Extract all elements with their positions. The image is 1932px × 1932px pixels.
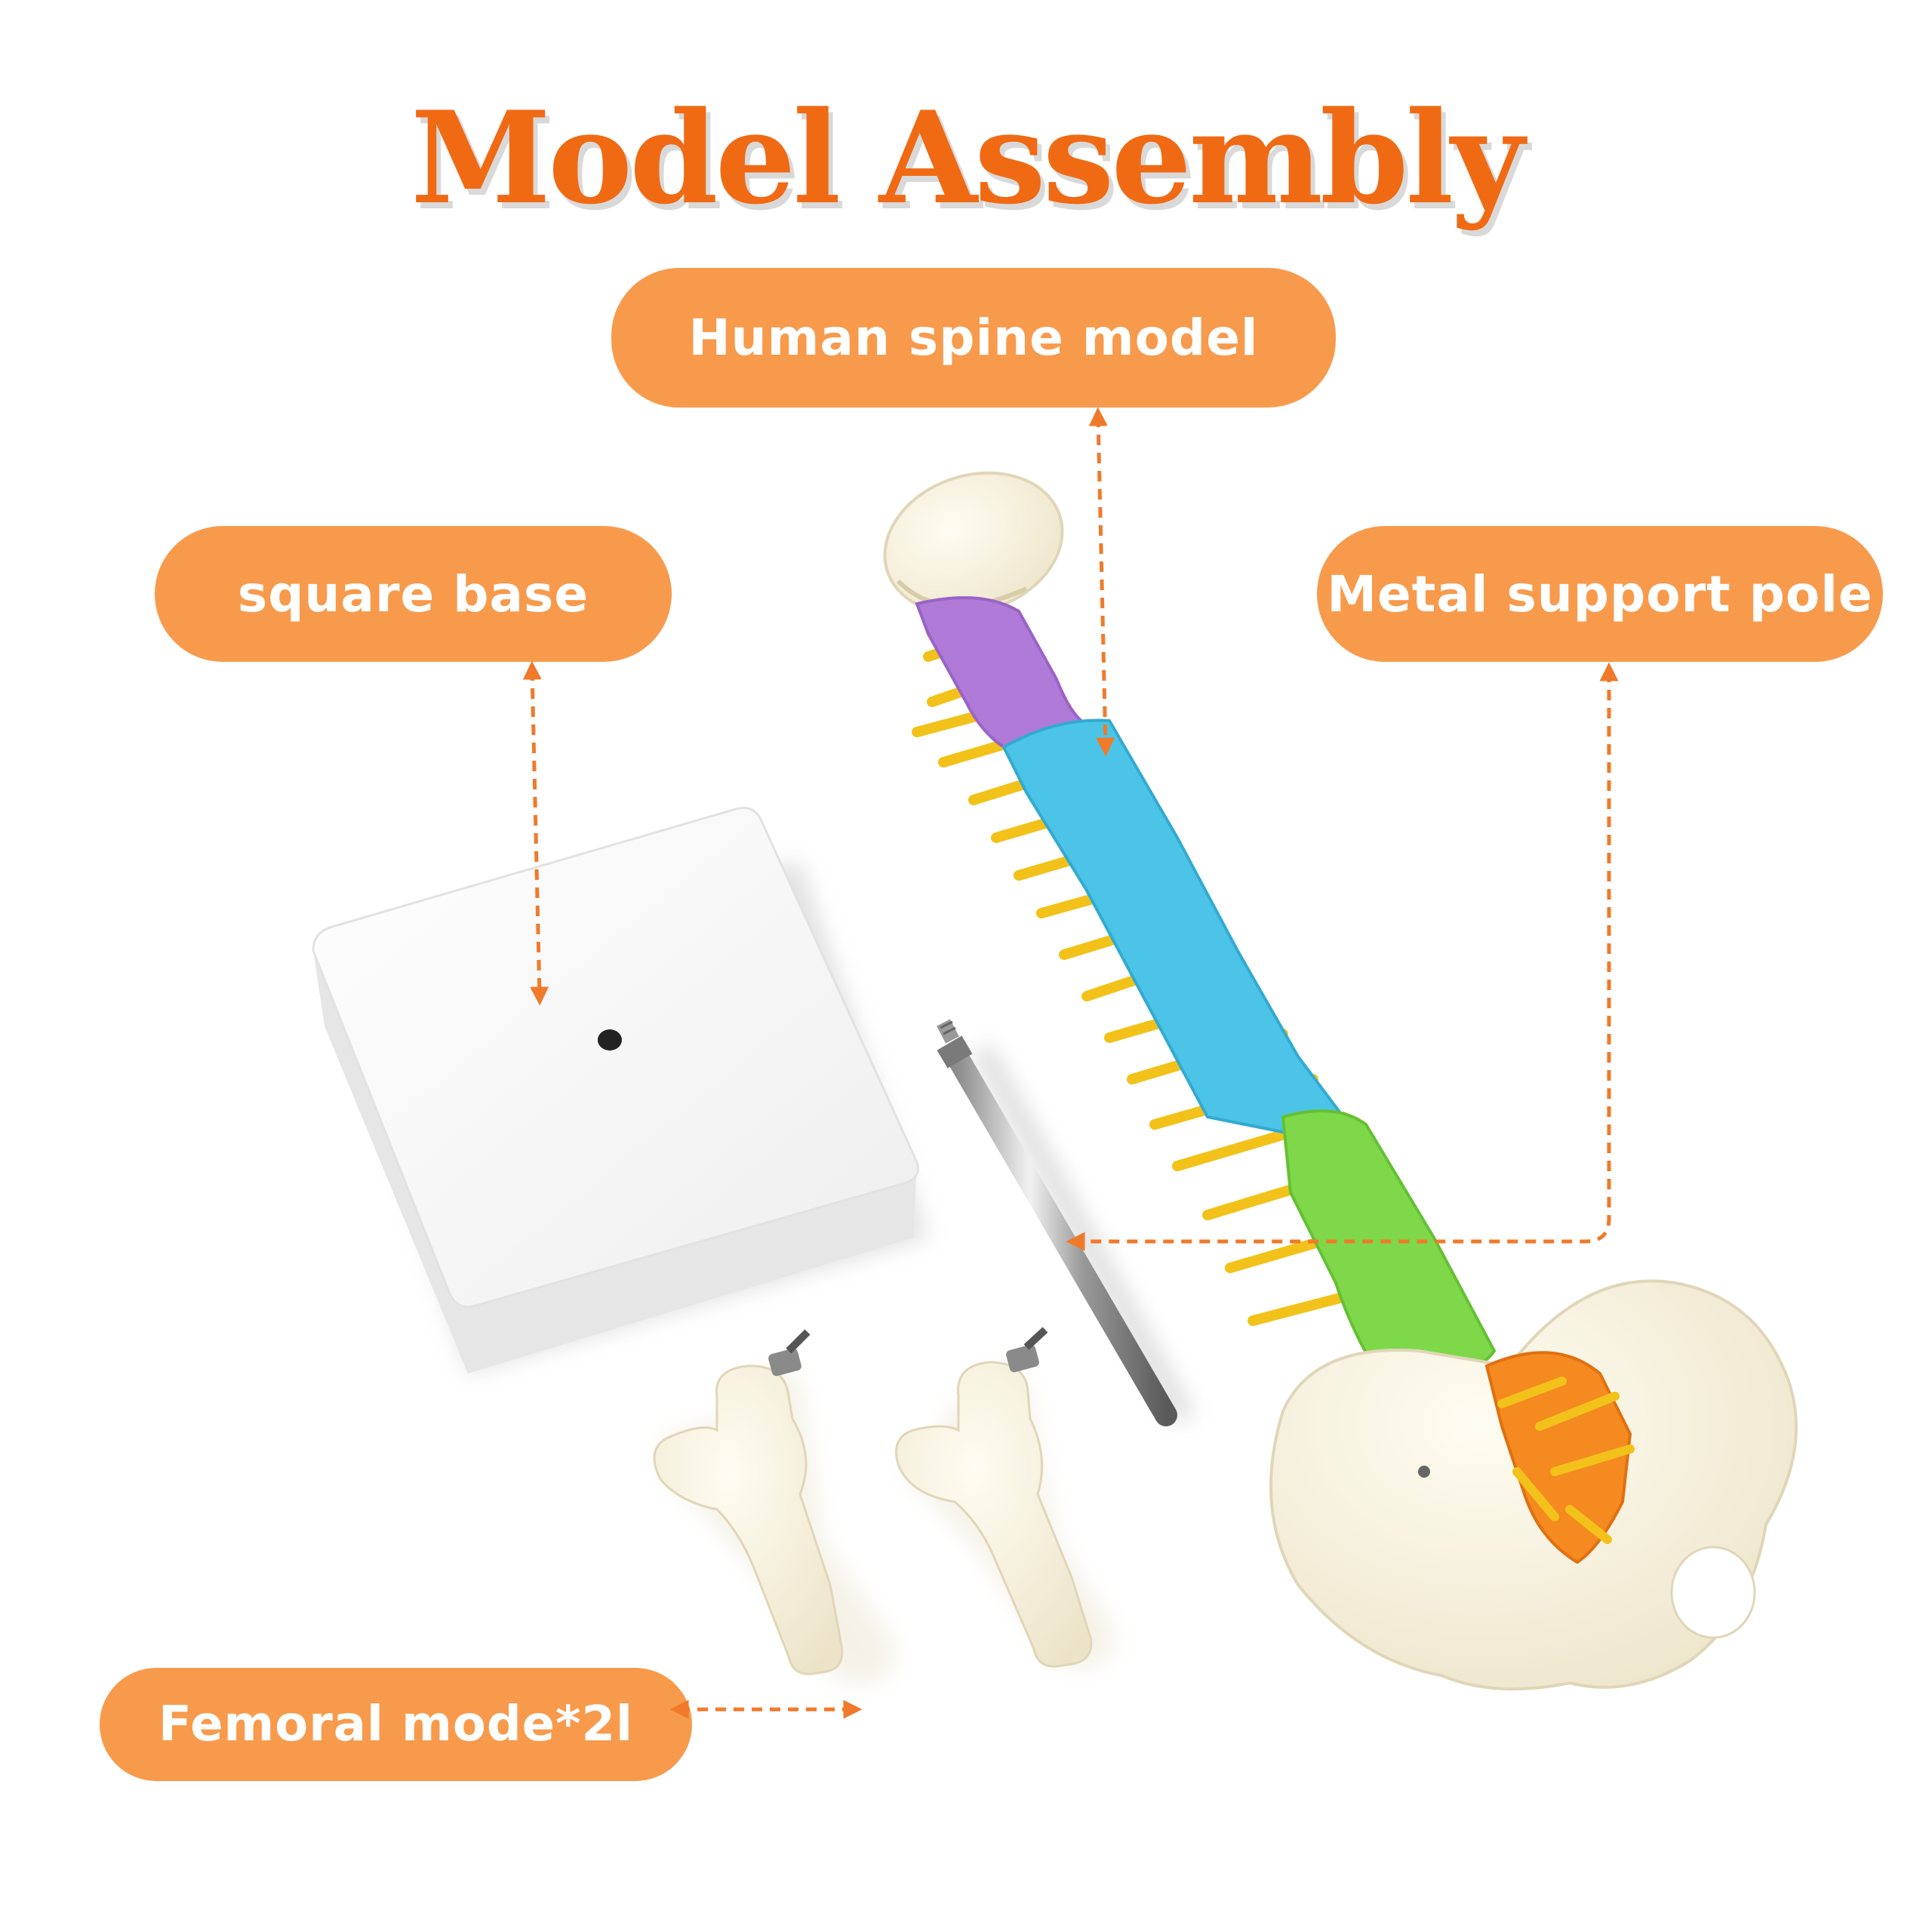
base-hole	[598, 1029, 622, 1051]
obturator-foramen	[1670, 1546, 1756, 1639]
callout-arrows	[522, 407, 1619, 1719]
page-title: Model Assembly	[411, 83, 1524, 232]
metal-support-pole	[937, 1019, 1195, 1426]
label-human-spine-model: Human spine model	[611, 268, 1336, 408]
pelvis-screw	[1418, 1466, 1430, 1478]
square-base	[312, 807, 928, 1374]
femoral-model-right	[895, 1327, 1114, 1669]
label-metal-support-pole: Metal support pole	[1317, 526, 1883, 662]
label-square-base: square base	[155, 526, 672, 662]
arrow-base	[522, 660, 549, 1006]
arrow-spine	[1088, 407, 1115, 757]
arrow-pole	[1066, 662, 1619, 1251]
label-femoral-model: Femoral mode*2l	[100, 1668, 692, 1781]
femoral-model-left	[653, 1329, 895, 1684]
